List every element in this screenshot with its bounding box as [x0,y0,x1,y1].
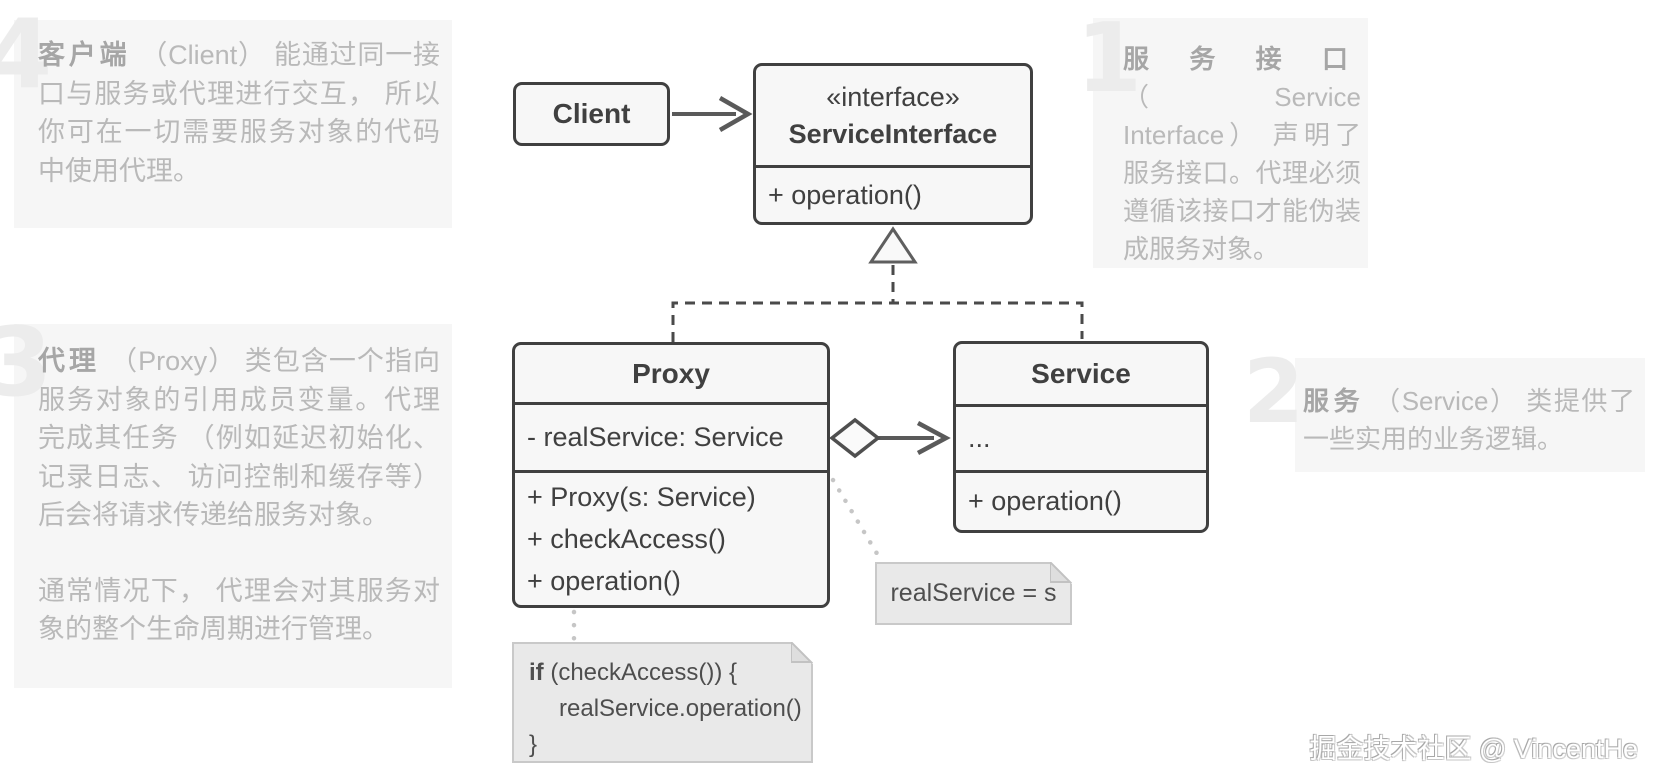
realization-dashed-lines [671,265,1084,342]
client-to-interface-arrow [672,96,753,132]
service-interface-method: + operation() [756,165,1030,222]
callout-proxy: 代理（Proxy） 类包含一个指向服务对象的引用成员变量。代理完成其任务 （例如… [38,342,440,649]
callout-client-body: （Client） 能通过同一接口与服务或代理进行交互， 所以你可在一切需要服务对… [38,40,441,186]
code-line-1: if (checkAccess()) { [529,655,803,691]
proxy-method-checkaccess: + checkAccess() [527,524,726,554]
callout-panel-service [1295,358,1645,472]
callout-panel-client [14,20,452,228]
step-number-4: 4 [0,0,53,110]
service-attribute: ... [956,404,1206,470]
callout-service-interface-lead: 服务接口 [1123,44,1351,74]
step-number-2: 2 [1243,340,1305,443]
callout-service-interface-body: （Service Interface） 声明了服务接口。代理必须遵循该接口才能伪… [1123,82,1361,264]
service-interface-class-box: «interface» ServiceInterface + operation… [753,63,1033,225]
proxy-class-box: Proxy - realService: Service + Proxy(s: … [512,342,830,608]
code-keyword-if: if [529,659,544,686]
proxy-attribute: - realService: Service [515,402,827,470]
service-class-name: Service [1031,358,1131,389]
proxy-method-operation: + operation() [527,566,681,596]
callout-proxy-body: （Proxy） 类包含一个指向服务对象的引用成员变量。代理完成其任务 （例如延迟… [38,346,440,530]
aggregation-diamond [829,417,881,459]
step-number-1: 1 [1076,4,1143,114]
callout-panel-proxy [14,324,452,688]
callout-client: 客户端（Client） 能通过同一接口与服务或代理进行交互， 所以你可在一切需要… [38,36,440,190]
code-line-1-rest: (checkAccess()) { [543,659,738,686]
code-note: if (checkAccess()) { realService.operati… [512,642,813,763]
code-line-2: realService.operation() [559,695,802,722]
note-connector-assignment [830,477,882,560]
callout-client-lead: 客户端 [38,40,131,70]
watermark: 掘金技术社区 @ VincentHe [1309,734,1639,764]
client-class-name: Client [552,98,631,129]
callout-service-lead: 服务 [1303,386,1365,416]
assignment-note: realService = s [875,562,1072,625]
callout-proxy-body-2: 通常情况下， 代理会对其服务对象的整个生命周期进行管理。 [38,575,440,645]
callout-service: 服务（Service） 类提供了一些实用的业务逻辑。 [1303,382,1635,458]
callout-panel-service-interface [1093,18,1368,268]
assignment-note-text: realService = s [890,579,1057,607]
service-method: + operation() [956,470,1206,530]
service-interface-name: ServiceInterface [788,118,998,149]
callout-service-body: （Service） 类提供了一些实用的业务逻辑。 [1303,386,1635,454]
note-fold-icon [791,642,813,664]
interface-stereotype: «interface» [826,81,960,112]
aggregation-connector [829,417,951,459]
realization-triangle-arrowhead [868,226,918,264]
service-class-box: Service ... + operation() [953,341,1209,533]
proxy-methods: + Proxy(s: Service) + checkAccess() + op… [515,470,827,605]
client-class-box: Client [513,82,670,146]
proxy-method-constructor: + Proxy(s: Service) [527,482,756,512]
note-fold-icon [1050,562,1072,584]
step-number-3: 3 [0,308,53,418]
callout-proxy-lead: 代理 [38,346,101,376]
callout-service-interface: 服务接口 （Service Interface） 声明了服务接口。代理必须遵循该接… [1123,40,1361,268]
service-interface-header: «interface» ServiceInterface [756,66,1030,165]
code-line-3: } [529,731,538,758]
proxy-class-name: Proxy [632,357,710,389]
